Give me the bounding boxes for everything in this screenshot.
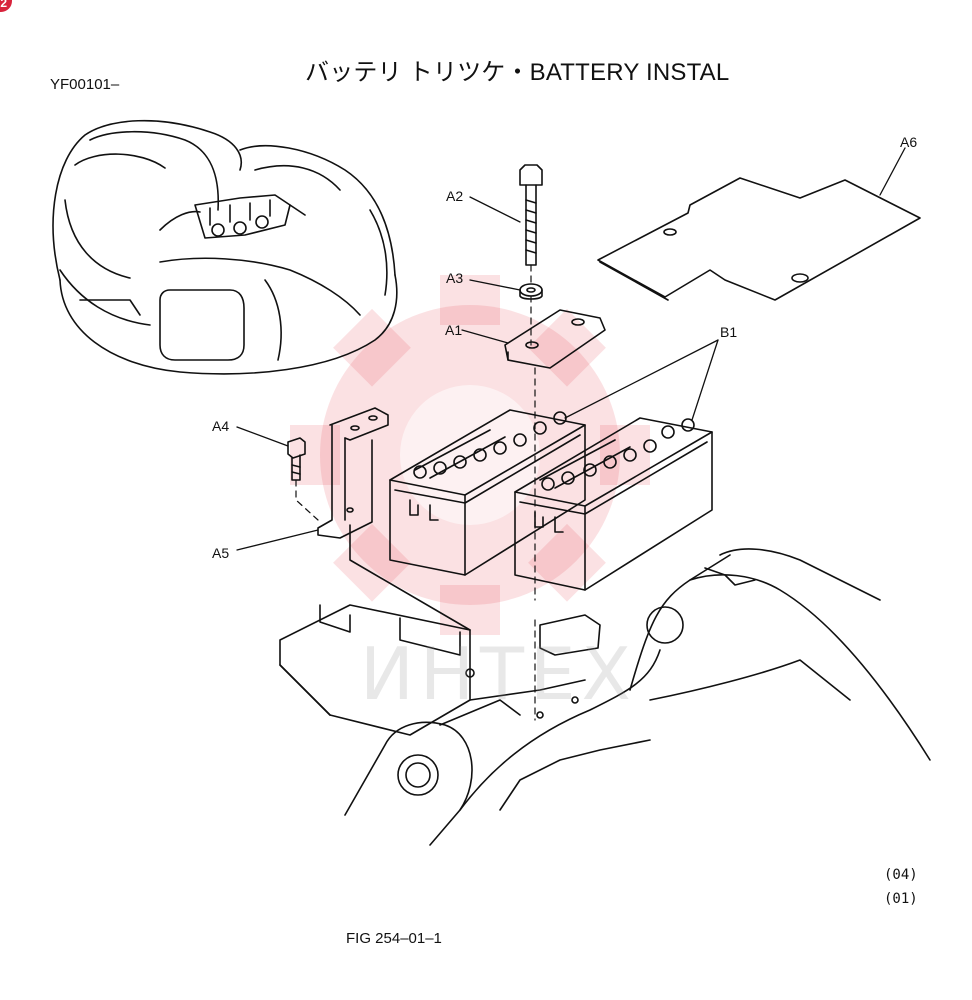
- battery-left: [389, 409, 586, 576]
- machine-overview: [52, 119, 398, 375]
- cover-plate-a6: [597, 177, 921, 301]
- clamp-plate-a1: [504, 309, 606, 369]
- callout-a2: A2: [446, 188, 464, 204]
- leader-lines: [236, 147, 906, 551]
- watermark-text: ИНТЕХ: [360, 632, 637, 716]
- serial-range: YF00101–: [50, 76, 120, 93]
- figure-label: FIG 254–01–1: [346, 930, 442, 947]
- revision-code: (01): [884, 891, 918, 907]
- bracket-a5: [317, 407, 389, 539]
- callout-a5: A5: [212, 545, 230, 561]
- centre-lines: [295, 264, 536, 721]
- swing-frame: [344, 548, 931, 846]
- bolt-a2: [519, 164, 543, 266]
- callout-a3: A3: [446, 270, 464, 286]
- page-number-badge: 2: [0, 0, 12, 12]
- watermark-gear: [290, 275, 650, 635]
- callout-a4: A4: [212, 418, 230, 434]
- callout-a1: A1: [445, 322, 463, 338]
- revision-code: (04): [884, 867, 918, 883]
- callout-b1: B1: [720, 324, 738, 340]
- battery-right: [514, 417, 713, 591]
- callout-a6: A6: [900, 134, 918, 150]
- base-frame: [279, 524, 601, 736]
- diagram-title: バッテリ トリツケ・BATTERY INSTAL: [305, 59, 730, 86]
